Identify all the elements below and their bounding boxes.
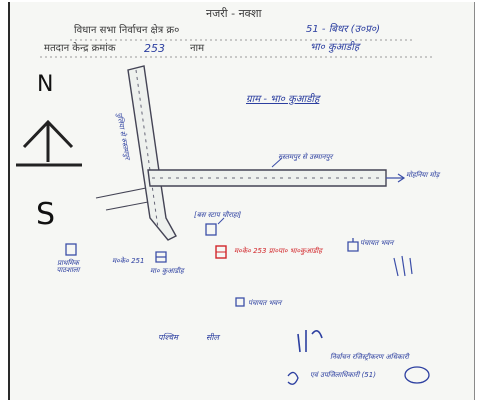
signature-subtitle: एवं उपजिलाधिकारी (51) — [310, 371, 376, 379]
north-label: N — [37, 72, 54, 97]
tree-marks — [393, 255, 413, 277]
booth-number: 253 — [144, 42, 165, 55]
house-mid-label: मा० कुआडीह — [150, 267, 184, 275]
house-left-label: म०के० 251 — [112, 257, 145, 265]
booth-label-red: म०के० 253 प्रा०पा० भा०कुआडीह — [234, 247, 322, 255]
panchayat-building-icon — [235, 297, 245, 307]
signature-scribble — [297, 330, 323, 353]
booth-label: मतदान केन्द्र क्रमांक — [44, 43, 116, 54]
booth-building-icon — [215, 245, 227, 259]
bus-pointer — [217, 217, 225, 225]
village-title: ग्राम - भा० कुआडीह — [246, 94, 320, 105]
house-building-icon — [155, 251, 167, 263]
temple-label: पंचायत भवन — [360, 239, 394, 247]
constituency-label: विधान सभा निर्वाचन क्षेत्र क्र० — [74, 25, 180, 36]
bus-stop-building-icon — [205, 223, 217, 236]
map-drawing — [16, 39, 434, 385]
bus-stop-label: [बस स्टाप चौराहा] — [194, 211, 242, 219]
name-value: भा० कुआडीह — [310, 42, 360, 53]
temple-building-icon — [347, 238, 359, 252]
map-sheet: नजरी - नक्शा विधान सभा निर्वाचन क्षेत्र … — [8, 2, 475, 400]
signature-flourish — [287, 371, 299, 385]
signature-title: निर्वाचन रजिस्ट्रीकरण अधिकारी — [330, 353, 409, 361]
branch-road — [95, 187, 149, 211]
name-label: नाम — [190, 43, 205, 54]
road-pointer — [271, 157, 283, 168]
map-title: नजरी - नक्शा — [206, 7, 262, 20]
road-horizontal-label: रुस्तमपुर से उस्मानपुर — [278, 153, 333, 161]
road-horizontal — [147, 169, 406, 187]
seal-circle — [404, 366, 430, 384]
church-label: पश्चिम — [158, 333, 178, 342]
constituency-value: 51 - बिथर (उ०प्र०) — [306, 24, 381, 35]
north-arrow-icon — [16, 119, 82, 167]
seal-label: सील — [206, 333, 219, 342]
road-vertical — [127, 65, 177, 241]
school-building-icon — [65, 243, 77, 256]
road-right-end-label: मोहनिया मोड़ — [406, 171, 440, 179]
south-label: S — [36, 197, 56, 232]
panchayat-label: पंचायत भवन — [248, 299, 282, 307]
school-label: प्राथमिक पाठशाला — [56, 259, 80, 274]
